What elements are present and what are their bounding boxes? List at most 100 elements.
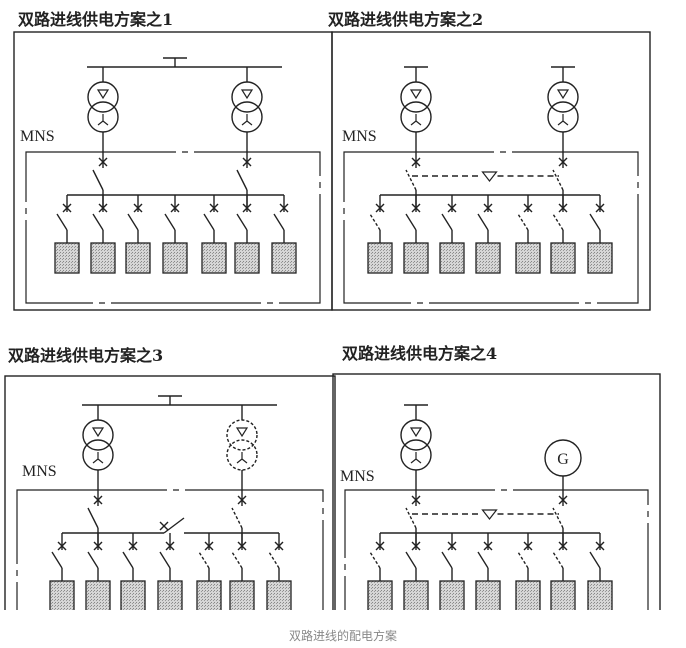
- transformer-winding: [87, 81, 119, 113]
- switch-blade: [477, 213, 489, 231]
- transformer-icon: [226, 419, 258, 471]
- breaker-mark: [274, 541, 284, 551]
- breaker-mark: [204, 541, 214, 551]
- panel-4-title: 双路进线供电方案之4: [342, 344, 498, 363]
- breaker-mark: [411, 495, 421, 505]
- load-cabinet: [403, 242, 429, 274]
- breaker-mark: [98, 203, 108, 213]
- breaker-mark: [595, 203, 605, 213]
- wye-symbol: [236, 452, 248, 464]
- switch-blade: [405, 507, 417, 529]
- transformer-icon: [82, 419, 114, 471]
- outgoing-feeder: [196, 533, 222, 610]
- switch-blade: [405, 169, 417, 191]
- load-cabinet: [439, 580, 465, 610]
- load-cabinet: [550, 580, 576, 610]
- breaker-mark: [93, 495, 103, 505]
- switch-blade: [198, 551, 210, 569]
- mns-cabinet-boundary: [344, 489, 649, 610]
- panel-3-mns-label: MNS: [22, 463, 57, 480]
- switch-blade: [589, 213, 601, 231]
- switch-blade: [231, 551, 243, 569]
- switch-blade: [552, 213, 564, 231]
- outgoing-feeder: [475, 533, 501, 610]
- switch-blade: [56, 213, 68, 231]
- mns-cabinet-boundary: [16, 489, 324, 610]
- breaker-mark: [447, 203, 457, 213]
- outgoing-feeder: [234, 195, 260, 274]
- panel-frame: [331, 31, 651, 311]
- panel-4-mns-label: MNS: [340, 468, 375, 485]
- interlock-icon: [481, 509, 498, 520]
- breaker-mark: [128, 541, 138, 551]
- outgoing-feeder: [271, 195, 297, 274]
- panel-2-title: 双路进线供电方案之2: [328, 10, 484, 29]
- load-cabinet: [550, 242, 576, 274]
- transformer-icon: [231, 81, 263, 133]
- breaker-mark: [165, 541, 175, 551]
- bus-tie-switch: [163, 517, 185, 534]
- load-cabinet: [125, 242, 151, 274]
- breaker-mark: [170, 203, 180, 213]
- load-cabinet: [439, 242, 465, 274]
- switch-blade: [164, 213, 176, 231]
- panel-2-mns-label: MNS: [342, 128, 377, 145]
- switch-blade: [159, 551, 171, 569]
- transformer-icon: [547, 81, 579, 133]
- breaker-mark: [447, 541, 457, 551]
- switch-blade: [122, 551, 134, 569]
- breaker-mark: [279, 203, 289, 213]
- panel-1-mns-label: MNS: [20, 128, 55, 145]
- outgoing-feeder: [550, 195, 576, 274]
- breaker-mark: [523, 203, 533, 213]
- load-cabinet: [90, 242, 116, 274]
- mns-cabinet-boundary: [25, 151, 321, 304]
- panel-frame: [4, 375, 336, 610]
- generator-icon: G: [544, 439, 582, 477]
- outgoing-feeder: [515, 195, 541, 274]
- outgoing-feeder: [367, 195, 393, 274]
- load-cabinet: [85, 580, 111, 610]
- outgoing-feeder: [229, 533, 255, 610]
- breaker-mark: [375, 203, 385, 213]
- generator-label: G: [557, 451, 569, 468]
- load-cabinet: [266, 580, 292, 610]
- switch-blade: [477, 551, 489, 569]
- transformer-winding: [82, 419, 114, 451]
- load-cabinet: [475, 242, 501, 274]
- breaker-mark: [237, 541, 247, 551]
- load-cabinet: [587, 242, 613, 274]
- switch-blade: [517, 551, 529, 569]
- breaker-mark: [411, 541, 421, 551]
- interlock-icon: [481, 171, 498, 182]
- breaker-mark: [558, 157, 568, 167]
- outgoing-feeder: [587, 533, 613, 610]
- breaker-mark: [93, 541, 103, 551]
- breaker-mark: [133, 203, 143, 213]
- switch-blade: [87, 507, 99, 529]
- outgoing-feeder: [367, 533, 393, 610]
- load-cabinet: [587, 580, 613, 610]
- transformer-icon: [87, 81, 119, 133]
- breaker-mark: [523, 541, 533, 551]
- breaker-mark: [242, 203, 252, 213]
- switch-blade: [517, 213, 529, 231]
- switch-blade: [589, 551, 601, 569]
- breaker-mark: [411, 203, 421, 213]
- outgoing-feeder: [266, 533, 292, 610]
- breaker-mark: [558, 495, 568, 505]
- transformer-winding: [400, 419, 432, 451]
- breaker-mark: [483, 541, 493, 551]
- switch-blade: [273, 213, 285, 231]
- panel-1-title: 双路进线供电方案之1: [18, 10, 174, 29]
- mns-cabinet-boundary: [343, 151, 639, 304]
- switch-blade: [369, 551, 381, 569]
- outgoing-feeder: [85, 533, 111, 610]
- switch-blade: [268, 551, 280, 569]
- load-cabinet: [120, 580, 146, 610]
- switch-blade: [203, 213, 215, 231]
- panel-3: [4, 375, 336, 610]
- breaker-mark: [558, 541, 568, 551]
- switch-blade: [92, 213, 104, 231]
- switch-blade: [441, 551, 453, 569]
